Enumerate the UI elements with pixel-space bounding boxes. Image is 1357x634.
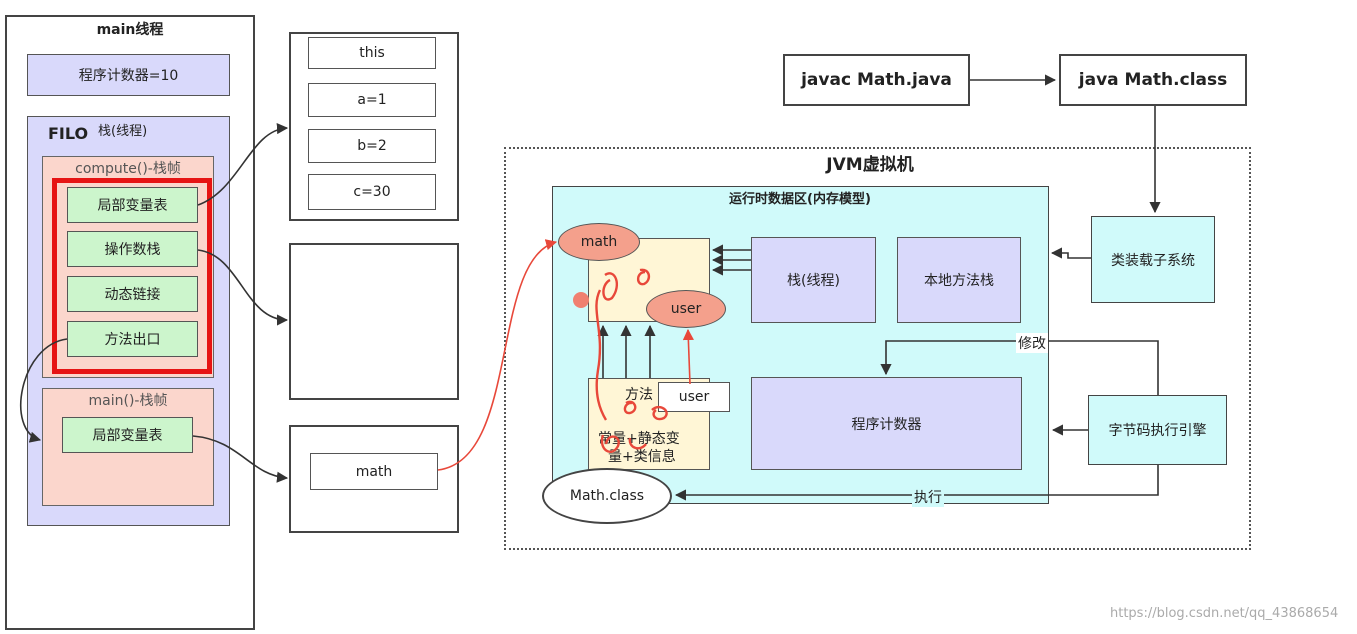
method-area-line3: 量+类信息: [608, 449, 676, 465]
local-b: b=2: [308, 129, 436, 163]
execute-label: 执行: [912, 487, 944, 507]
javac-box: javac Math.java: [783, 54, 970, 106]
operand-stack-detail: [289, 243, 459, 400]
program-counter-register: 程序计数器: [751, 377, 1022, 470]
bytecode-execution-engine: 字节码执行引擎: [1088, 395, 1227, 465]
main-frame-title: main()-栈帧: [88, 393, 168, 409]
math-class-file: Math.class: [542, 468, 672, 524]
program-counter-box: 程序计数器=10: [27, 54, 230, 96]
classloader-to-runtime-arrow: [1050, 247, 1091, 259]
java-run-box: java Math.class: [1059, 54, 1247, 106]
class-loader-subsystem: 类装载子系统: [1091, 216, 1215, 303]
heap-math-object: math: [558, 223, 640, 261]
jvm-stack-box: 栈(线程): [751, 237, 876, 323]
return-address-connector: [20, 338, 68, 443]
method-area-title: 方法: [625, 387, 653, 403]
compute-frame-title: compute()-栈帧: [75, 161, 181, 177]
math-ref-to-heap-arrow: [437, 239, 558, 471]
math-reference: math: [310, 453, 438, 490]
execute-arrow: [674, 465, 1159, 501]
modify-label: 修改: [1016, 333, 1048, 353]
return-address: 方法出口: [67, 321, 198, 357]
filo-label: FILO: [48, 124, 89, 143]
local-c: c=30: [308, 174, 436, 210]
main-locals-to-detail-connector: [192, 435, 289, 483]
red-scribbles: [595, 268, 668, 453]
method-area-user-label: user: [658, 382, 730, 412]
red-highlight-box: [52, 178, 212, 374]
heap-user-object: user: [646, 290, 726, 328]
operand-to-detail-connector: [197, 249, 289, 326]
locals-to-detail-connector: [197, 122, 289, 206]
native-method-stack-box: 本地方法栈: [897, 237, 1021, 323]
main-thread-title: main线程: [96, 22, 164, 38]
local-variables-table: 局部变量表: [67, 187, 198, 223]
local-a: a=1: [308, 83, 436, 117]
red-dot-marker: [573, 292, 589, 308]
runtime-data-area-title: 运行时数据区(内存模型): [729, 191, 871, 207]
user-to-heap-arrow: [682, 328, 694, 385]
jvm-title: JVM虚拟机: [826, 154, 914, 175]
main-local-variables-table: 局部变量表: [62, 417, 193, 453]
dynamic-linking: 动态链接: [67, 276, 198, 312]
watermark: https://blog.csdn.net/qq_43868654: [1110, 606, 1339, 621]
stack-label: 栈(线程): [98, 124, 148, 139]
operand-stack: 操作数栈: [67, 231, 198, 267]
local-this: this: [308, 37, 436, 69]
